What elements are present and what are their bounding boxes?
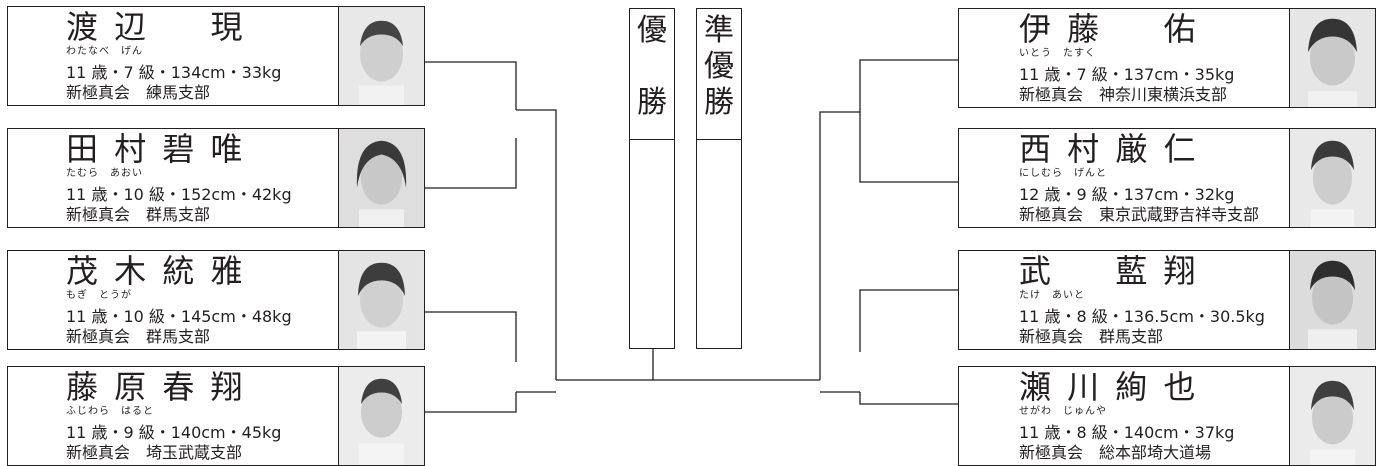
bracket-line xyxy=(859,289,958,352)
competitor-kana: せがわ じゅんや xyxy=(1019,406,1107,417)
competitor-stats: 11 歳・9 級・140cm・45kg xyxy=(66,423,282,442)
competitor-photo xyxy=(1289,367,1375,465)
competitor-kana: いとう たすく xyxy=(1019,48,1096,59)
competitor-stats: 11 歳・10 級・145cm・48kg xyxy=(66,307,292,326)
competitor-photo xyxy=(338,367,424,465)
competitor-photo xyxy=(1289,251,1375,349)
winner-label: 優 勝 xyxy=(637,13,667,120)
competitor-name: 伊 藤 佑 xyxy=(1019,10,1199,48)
competitor-club: 新極真会 埼玉武蔵支部 xyxy=(66,443,243,462)
competitor-name: 渡 辺 現 xyxy=(66,8,246,46)
competitor-kana: たけ あいと xyxy=(1019,290,1085,301)
competitor-kana: たむら あおい xyxy=(66,168,143,179)
competitor-club: 新極真会 東京武蔵野吉祥寺支部 xyxy=(1019,205,1260,224)
bracket-line xyxy=(516,109,557,380)
competitor-photo xyxy=(1289,129,1375,227)
competitor-stats: 11 歳・7 級・134cm・33kg xyxy=(66,63,282,82)
competitor-name: 武 藍 翔 xyxy=(1019,252,1199,290)
bracket-line xyxy=(859,392,958,405)
competitor-stats: 11 歳・7 級・137cm・35kg xyxy=(1019,65,1235,84)
competitor-photo xyxy=(338,129,424,227)
competitor-kana: わたなべ げん xyxy=(66,46,143,57)
competitor-name: 西 村 厳 仁 xyxy=(1019,130,1199,168)
bracket-line xyxy=(425,138,517,189)
competitor-stats: 11 歳・10 級・152cm・42kg xyxy=(66,185,292,204)
competitor-stats: 12 歳・9 級・137cm・32kg xyxy=(1019,185,1235,204)
runner-up-box-divider xyxy=(697,139,741,140)
winner-box-divider xyxy=(630,139,674,140)
bracket-line xyxy=(425,61,517,110)
bracket-line xyxy=(425,392,517,413)
competitor-card: 伊 藤 佑 いとう たすく 11 歳・7 級・137cm・35kg 新極真会 神… xyxy=(958,8,1376,108)
competitor-stats: 11 歳・8 級・140cm・37kg xyxy=(1019,423,1235,442)
competitor-photo xyxy=(338,7,424,105)
competitor-club: 新極真会 神奈川東横浜支部 xyxy=(1019,85,1228,104)
competitor-club: 新極真会 群馬支部 xyxy=(66,205,211,224)
competitor-club: 新極真会 総本部埼大道場 xyxy=(1019,443,1212,462)
competitor-photo xyxy=(1289,9,1375,107)
competitor-name: 田 村 碧 唯 xyxy=(66,130,246,168)
runner-up-box: 準 優 勝 xyxy=(696,8,742,349)
competitor-photo xyxy=(338,251,424,349)
competitor-club: 新極真会 練馬支部 xyxy=(66,83,211,102)
bracket-line xyxy=(859,59,958,112)
winner-box: 優 勝 xyxy=(629,8,675,349)
runner-up-label: 準 優 勝 xyxy=(704,13,734,120)
competitor-card: 瀬 川 絢 也 せがわ じゅんや 11 歳・8 級・140cm・37kg 新極真… xyxy=(958,366,1376,466)
competitor-stats: 11 歳・8 級・136.5cm・30.5kg xyxy=(1019,307,1265,326)
competitor-card: 西 村 厳 仁 にしむら げんと 12 歳・9 級・137cm・32kg 新極真… xyxy=(958,128,1376,228)
competitor-card: 渡 辺 現 わたなべ げん 11 歳・7 級・134cm・33kg 新極真会 練… xyxy=(7,6,425,106)
competitor-card: 茂 木 統 雅 もぎ とうが 11 歳・10 級・145cm・48kg 新極真会… xyxy=(7,250,425,350)
bracket-line xyxy=(425,311,517,362)
bracket-line xyxy=(819,111,860,380)
competitor-club: 新極真会 群馬支部 xyxy=(1019,327,1164,346)
competitor-card: 武 藍 翔 たけ あいと 11 歳・8 級・136.5cm・30.5kg 新極真… xyxy=(958,250,1376,350)
competitor-card: 田 村 碧 唯 たむら あおい 11 歳・10 級・152cm・42kg 新極真… xyxy=(7,128,425,228)
competitor-name: 藤 原 春 翔 xyxy=(66,368,246,406)
competitor-kana: ふじわら はると xyxy=(66,406,154,417)
competitor-name: 瀬 川 絢 也 xyxy=(1019,368,1199,406)
competitor-kana: にしむら げんと xyxy=(1019,168,1107,179)
competitor-club: 新極真会 群馬支部 xyxy=(66,327,211,346)
bracket-line xyxy=(859,112,958,183)
competitor-card: 藤 原 春 翔 ふじわら はると 11 歳・9 級・140cm・45kg 新極真… xyxy=(7,366,425,466)
competitor-name: 茂 木 統 雅 xyxy=(66,252,246,290)
competitor-kana: もぎ とうが xyxy=(66,290,132,301)
